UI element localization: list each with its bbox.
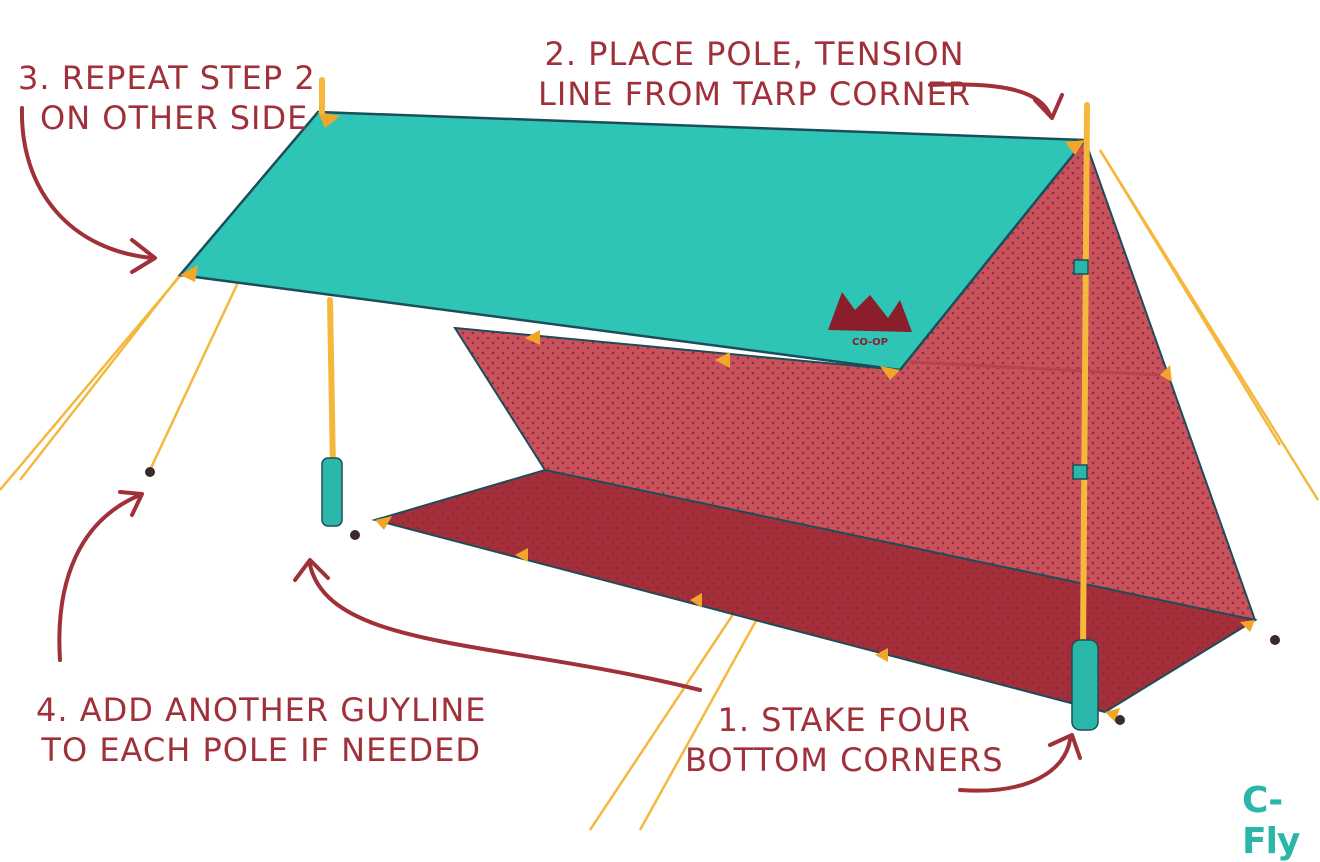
callout-step2-line1: 2. Place pole, tension [544,35,965,73]
callout-step4-line2: to each pole if needed [41,731,482,769]
product-name: C-Fly [1242,780,1300,862]
arrow-step2-head [1033,93,1064,120]
callout-step4-line1: 4. Add another guyline [36,691,487,729]
stakes [145,467,1280,725]
arrow-step3 [19,106,154,260]
callout-step3-line1: 3. Repeat step 2 [18,59,316,97]
arrows [19,82,1082,793]
callout-step1-line1: 1. Stake four [717,701,972,739]
callout-step4: 4. Add another guyline to each pole if n… [36,690,486,770]
callout-step1: 1. Stake four bottom corners [685,700,1004,780]
front-pole [1071,102,1099,731]
arrow-step4 [57,493,142,662]
arrow-step1-back-head [293,558,330,582]
callout-step2: 2. Place pole, tension line from tarp co… [538,34,971,114]
floor-dots [375,470,1255,712]
logo-text: REI [845,311,885,336]
back-pole [319,77,343,527]
guyline-left-corner [19,274,181,481]
arrow-step2 [928,82,1052,117]
logo-subtext: CO-OP [852,337,888,348]
arrow-step1-front [958,738,1072,793]
arrow-step3-head [130,238,157,274]
callout-step3-line2: on other side [40,99,309,137]
callout-step3: 3. Repeat step 2 on other side [18,58,316,138]
corner-patches [180,112,1255,722]
rei-logo: REI CO-OP [828,292,912,348]
arrow-step1-back [308,563,702,692]
wall-seam [909,360,1161,377]
logo-mountain-icon [828,292,912,332]
arrow-step4-head [118,490,144,517]
callout-step1-line2: bottom corners [685,741,1004,779]
arrow-step1-front-head [1048,733,1082,760]
callout-step2-line2: line from tarp corner [538,75,972,113]
guyline-front-right-2 [1098,149,1282,446]
